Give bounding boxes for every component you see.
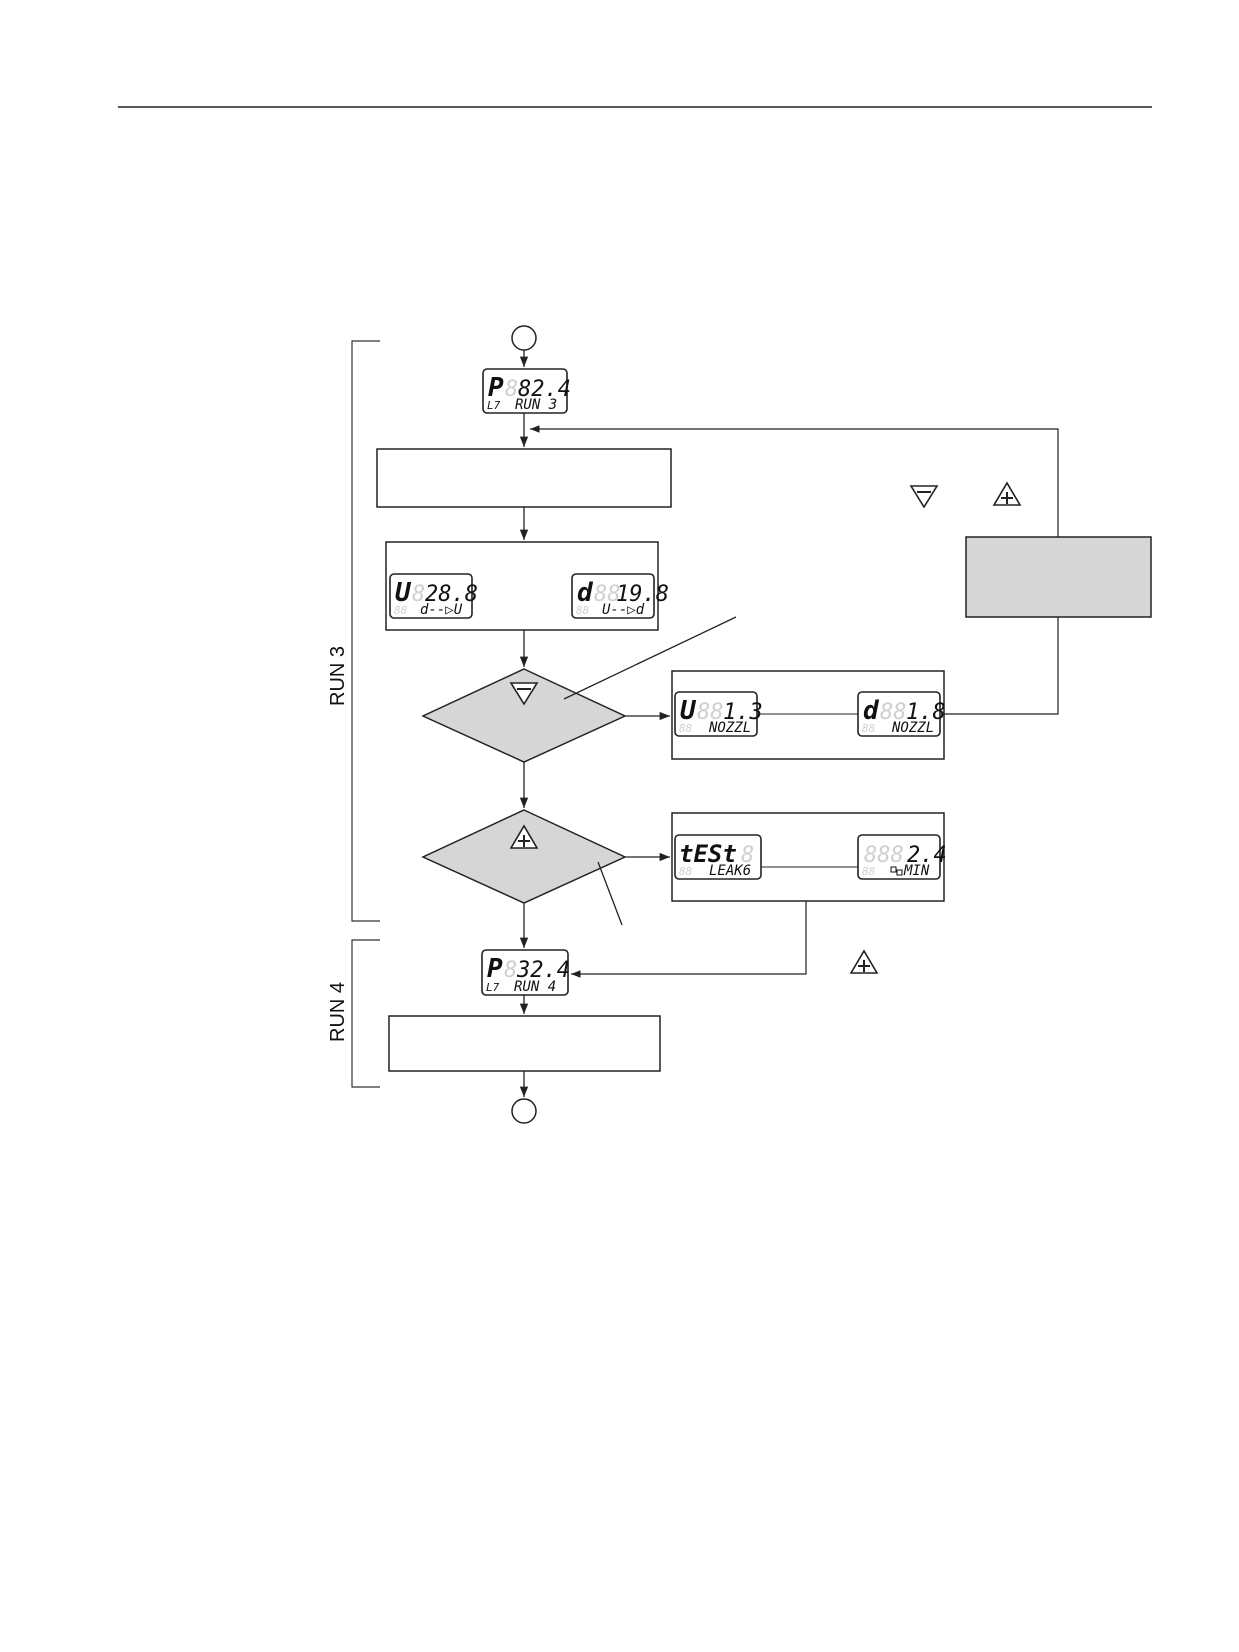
run4-bracket [351,939,380,1088]
svg-text:28.8: 28.8 [425,582,478,607]
run3-bracket [351,340,380,922]
down-triangle-minus-icon [909,485,939,509]
svg-text:RUN 4: RUN 4 [514,979,556,995]
callout-line-1 [563,616,737,700]
svg-text:NOZZL: NOZZL [891,720,934,736]
lcd-d-u-to-d: d 88 19.8 88 U--▷d [571,573,669,619]
lcd-p-run3: P 8 82.4 L7 RUN 3 [482,368,571,414]
svg-text:LEAK6: LEAK6 [709,863,751,879]
lcd-leak-min: 888 2.4 88 MIN [857,834,947,880]
svg-text:88: 88 [576,604,590,617]
loop-back-line [530,425,1059,537]
start-connector [511,325,537,351]
process-box-3 [388,1015,661,1072]
svg-text:19.8: 19.8 [616,582,669,607]
svg-text:82.4: 82.4 [518,377,571,402]
svg-text:L7: L7 [487,399,501,412]
svg-text:88: 88 [862,722,876,735]
svg-text:P: P [487,954,503,984]
process-box-1 [376,448,672,508]
svg-text:2.4: 2.4 [907,843,947,868]
svg-text:88: 88 [679,865,693,878]
svg-text:d--▷U: d--▷U [420,602,463,618]
svg-text:8: 8 [504,958,517,983]
svg-text:88: 88 [679,722,693,735]
svg-text:88: 88 [862,865,876,878]
down-triangle-minus-icon [509,682,539,706]
svg-text:8: 8 [412,582,425,607]
svg-text:NOZZL: NOZZL [708,720,751,736]
end-connector [511,1098,537,1124]
svg-text:1.3: 1.3 [723,700,763,725]
svg-text:tESt: tESt [679,840,737,868]
svg-text:888: 888 [864,843,904,868]
svg-text:8: 8 [505,377,518,402]
svg-text:P: P [488,373,504,403]
svg-text:MIN: MIN [903,863,930,879]
up-triangle-plus-icon [509,824,539,849]
lcd-p-run4: P 8 32.4 L7 RUN 4 [481,949,570,996]
svg-text:88: 88 [697,700,724,725]
lcd-u-d-to-u: U 8 28.8 88 d--▷U [389,573,478,619]
svg-text:d: d [863,696,880,726]
lcd-test-leak: tESt 8 88 LEAK6 [674,834,762,880]
lcd-d-nozzl: d 88 1.8 88 NOZZL [857,691,946,737]
svg-text:U: U [395,578,412,608]
gray-side-box [965,536,1152,618]
decision-plus [421,809,627,904]
lcd-u-nozzl: U 88 1.3 88 NOZZL [674,691,763,737]
svg-text:88: 88 [394,604,408,617]
svg-text:L7: L7 [486,981,500,994]
svg-text:88: 88 [594,582,621,607]
svg-text:d: d [577,578,594,608]
callout-line-2 [597,861,623,926]
up-triangle-plus-icon [992,481,1022,506]
svg-text:U--▷d: U--▷d [602,602,645,618]
run4-label: RUN 4 [327,982,349,1042]
leak-return-line [571,901,807,978]
svg-text:8: 8 [741,843,754,868]
run3-label: RUN 3 [327,646,349,706]
svg-text:RUN 3: RUN 3 [515,397,557,413]
svg-text:1.8: 1.8 [906,700,946,725]
svg-text:32.4: 32.4 [516,958,570,983]
nozzle-return-line [944,617,1059,715]
svg-text:88: 88 [880,700,907,725]
svg-text:U: U [680,696,697,726]
up-triangle-plus-icon [849,949,879,974]
